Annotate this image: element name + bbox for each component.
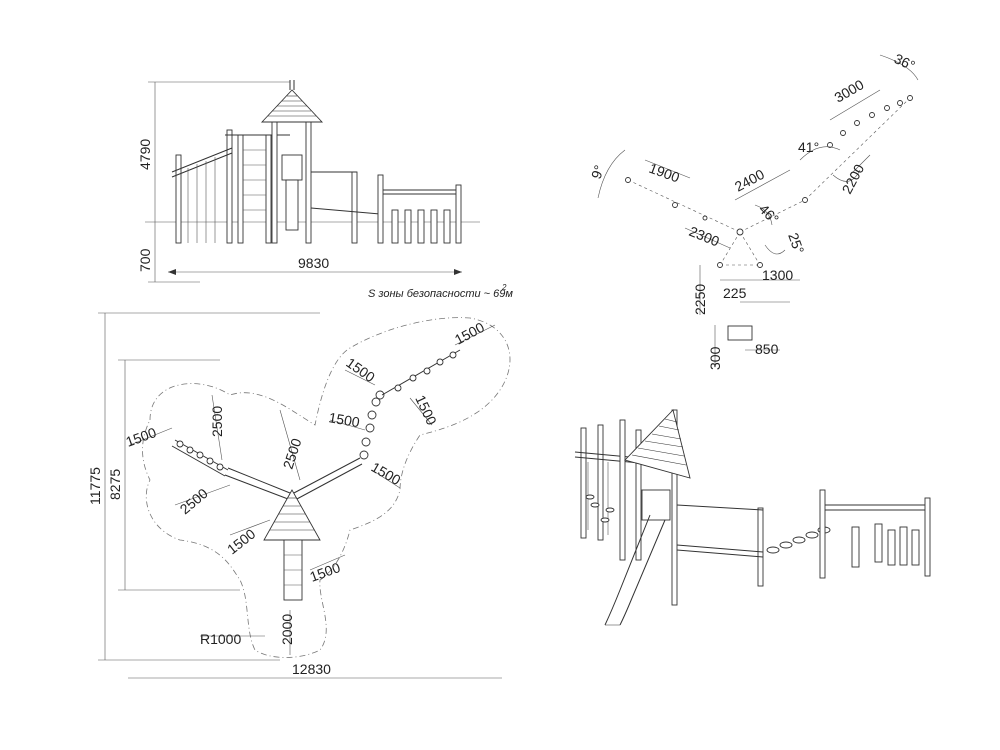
length-label: 225: [723, 285, 747, 301]
angle-label: 25°: [785, 231, 807, 256]
inner-height-label: 8275: [107, 469, 123, 500]
zone-offset-label: 2500: [209, 406, 225, 437]
angle-label: 36°: [892, 50, 918, 73]
total-width-label: 12830: [292, 661, 331, 677]
plan-view: 11775 8275 12830: [87, 312, 511, 679]
zone-offset-label: 1500: [369, 459, 404, 489]
isometric-view: [574, 409, 931, 626]
total-height-label: 11775: [87, 467, 103, 505]
length-label: 850: [755, 341, 779, 357]
zone-offset-label: 1500: [224, 525, 259, 557]
radius-label: R1000: [200, 631, 241, 647]
safety-zone-note-superscript: 2: [501, 283, 507, 292]
length-label: 300: [707, 346, 723, 370]
length-label: 2300: [687, 223, 722, 250]
zone-offset-label: 1500: [308, 559, 343, 585]
length-label: 2200: [839, 161, 868, 196]
zone-offset-label: 2500: [280, 436, 305, 471]
length-label: 2250: [692, 284, 708, 315]
length-label: 1300: [762, 267, 793, 283]
safety-zone-note: S зоны безопасности ~ 69м: [368, 288, 513, 300]
width-dimension-label: 9830: [298, 255, 329, 271]
angle-label: 41°: [798, 139, 819, 155]
angle-label: 46°: [756, 201, 782, 227]
slide-zone-label: 2000: [279, 614, 295, 645]
zone-offset-label: 1500: [124, 424, 159, 450]
depth-dimension-label: 700: [137, 248, 153, 272]
zone-offset-label: 1500: [412, 393, 440, 428]
length-label: 1900: [647, 160, 682, 186]
zone-offset-label: 2500: [177, 485, 211, 517]
front-elevation-view: 4790 700 9830: [137, 80, 480, 283]
angle-label: 9°: [588, 163, 608, 181]
zone-offset-label: 1500: [327, 409, 361, 430]
zone-offset-label: 1500: [343, 354, 378, 385]
height-dimension-label: 4790: [137, 139, 153, 170]
length-label: 2400: [732, 166, 767, 195]
zone-offset-label: 1500: [452, 319, 487, 348]
angle-schematic-view: 9° 36° 41° 46° 25° 1900 3000 2400 2200 2…: [588, 50, 919, 370]
